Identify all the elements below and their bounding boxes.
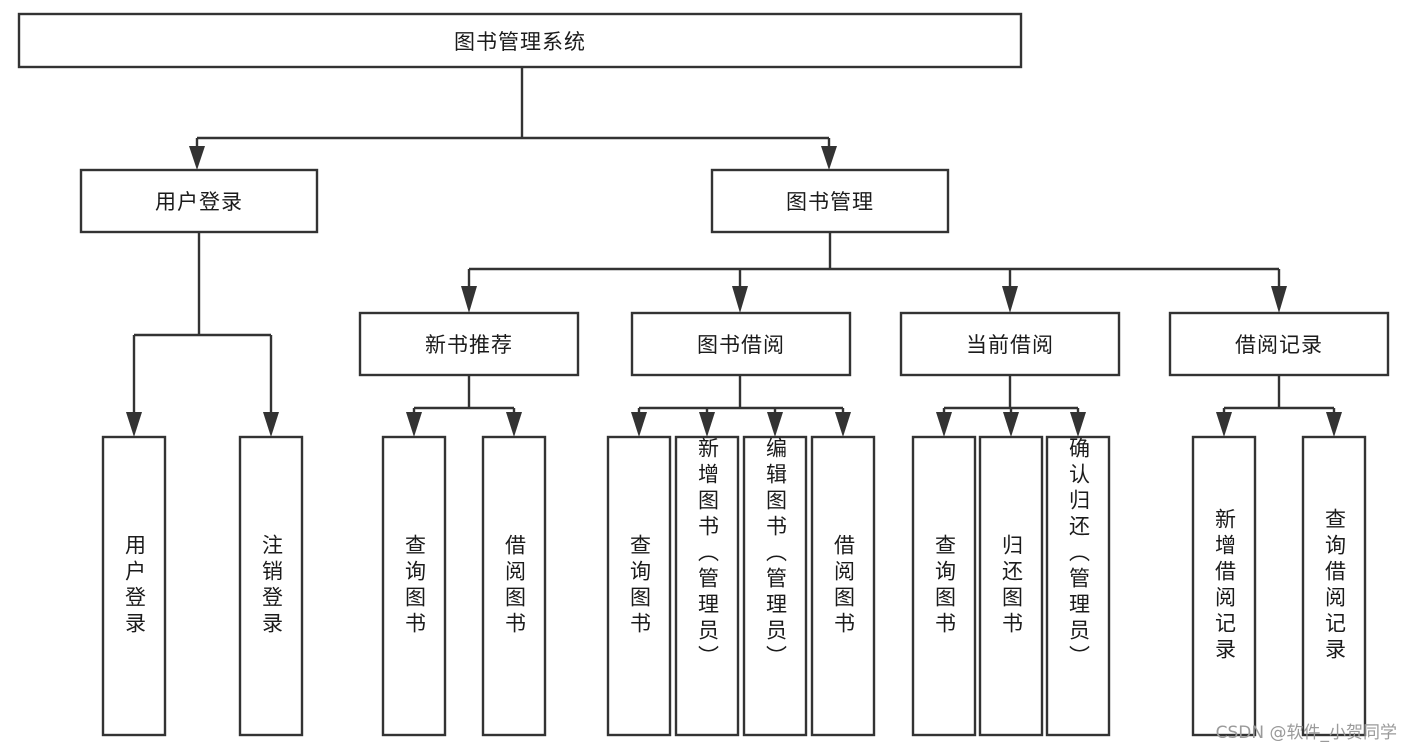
node-box-leaf-user-login[interactable] (101, 435, 167, 737)
node-box-leaf-bb-query-book[interactable] (606, 435, 672, 737)
node-box-leaf-cb-confirm-return[interactable] (1045, 435, 1111, 737)
node-box-leaf-nb-borrow-book[interactable] (481, 435, 547, 737)
arrow-head-bb-leaf-1 (631, 412, 647, 437)
arrow-head-book-borrow (732, 286, 748, 313)
node-box-book-management[interactable] (710, 168, 950, 234)
node-box-root[interactable] (17, 12, 1023, 69)
arrow-head-cb-leaf-2 (1003, 412, 1019, 437)
node-box-leaf-cb-query-book[interactable] (911, 435, 977, 737)
arrow-head-leaf-user-login (126, 412, 142, 437)
arrow-head-nb-leaf-2 (506, 412, 522, 437)
arrow-head-bb-leaf-3 (767, 412, 783, 437)
arrow-head-new-book (461, 286, 477, 313)
arrow-head-cb-leaf-1 (936, 412, 952, 437)
arrow-head-br-leaf-1 (1216, 412, 1232, 437)
node-box-leaf-nb-query-book[interactable] (381, 435, 447, 737)
arrow-head-leaf-logout (263, 412, 279, 437)
node-box-current-borrow[interactable] (899, 311, 1121, 377)
node-box-new-book-recommend[interactable] (358, 311, 580, 377)
node-box-leaf-br-add-record[interactable] (1191, 435, 1257, 737)
node-box-leaf-bb-edit-book[interactable] (742, 435, 808, 737)
arrow-head-current-borrow (1002, 286, 1018, 313)
arrow-head-bb-leaf-4 (835, 412, 851, 437)
node-box-leaf-bb-add-book[interactable] (674, 435, 740, 737)
arrow-head-bb-leaf-2 (699, 412, 715, 437)
node-box-leaf-bb-borrow-book[interactable] (810, 435, 876, 737)
arrow-head-userlogin (189, 146, 205, 170)
arrow-head-nb-leaf-1 (406, 412, 422, 437)
arrow-head-bookmgmt (821, 146, 837, 170)
node-box-user-login[interactable] (79, 168, 319, 234)
node-box-leaf-logout[interactable] (238, 435, 304, 737)
arrow-head-borrow-record (1271, 286, 1287, 313)
arrow-head-br-leaf-2 (1326, 412, 1342, 437)
arrow-head-cb-leaf-3 (1070, 412, 1086, 437)
node-box-borrow-record[interactable] (1168, 311, 1390, 377)
node-box-leaf-br-query-record[interactable] (1301, 435, 1367, 737)
node-box-book-borrow[interactable] (630, 311, 852, 377)
node-box-leaf-cb-return-book[interactable] (978, 435, 1044, 737)
